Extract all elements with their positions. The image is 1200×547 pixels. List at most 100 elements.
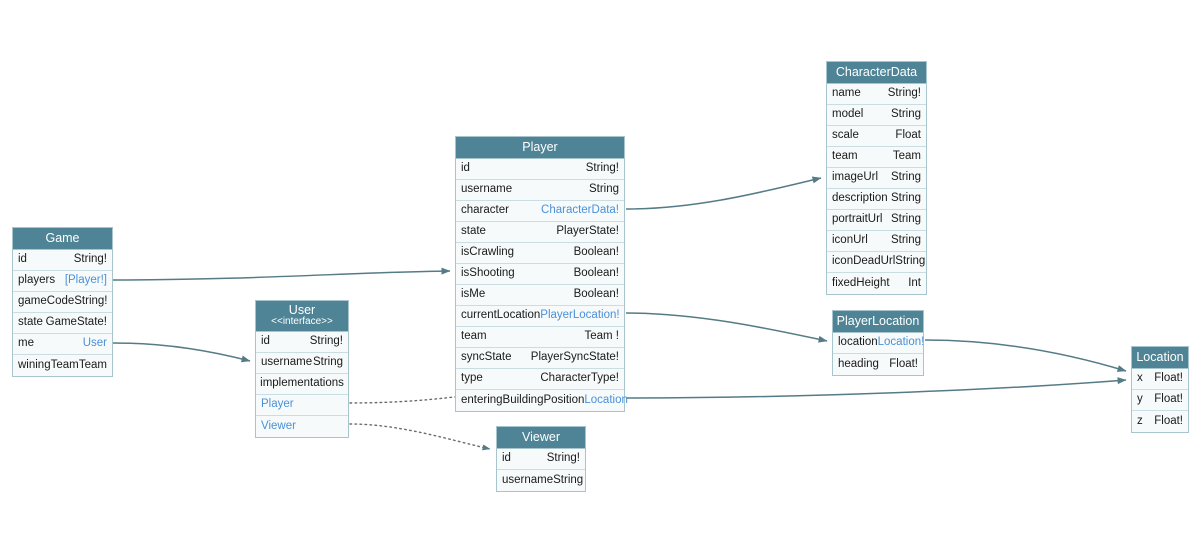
uml-field-name: isShooting	[461, 267, 515, 280]
uml-field-type: String!	[309, 335, 343, 348]
uml-field-type: Float	[895, 129, 921, 142]
uml-class-stereotype: <<interface>>	[271, 316, 333, 328]
uml-class-header-player: Player	[456, 137, 624, 159]
uml-field-row[interactable]: id String!	[256, 332, 348, 353]
uml-field-type: String	[895, 255, 926, 268]
uml-field-row[interactable]: isShooting Boolean!	[456, 264, 624, 285]
uml-field-name: location	[838, 336, 878, 349]
uml-field-name: iconUrl	[832, 234, 868, 247]
uml-field-type: GameState!	[45, 316, 107, 329]
uml-field-name: isCrawling	[461, 246, 515, 259]
uml-field-type[interactable]: PlayerLocation!	[540, 309, 620, 322]
uml-field-name: z	[1137, 414, 1143, 427]
uml-field-type: Boolean!	[573, 288, 619, 301]
uml-field-name: enteringBuildingPosition	[461, 393, 585, 406]
uml-field-name: heading	[838, 357, 879, 370]
uml-implementation-row[interactable]: Viewer	[256, 416, 348, 437]
uml-field-name: username	[502, 473, 554, 486]
uml-field-type: String	[312, 356, 343, 369]
edge-player-character-to-characterdata	[625, 176, 822, 210]
uml-field-row[interactable]: team Team !	[456, 327, 624, 348]
uml-field-type: CharacterType!	[540, 372, 619, 385]
uml-section-implementations: implementations	[256, 374, 348, 395]
uml-field-type: Float!	[889, 357, 918, 370]
edge-playerlocation-location-to-location	[924, 339, 1127, 372]
uml-field-type: Boolean!	[573, 267, 619, 280]
uml-class-title: PlayerLocation	[836, 314, 920, 329]
uml-field-name: name	[832, 87, 861, 100]
uml-field-type[interactable]: Location	[584, 393, 628, 406]
uml-field-type: Team !	[584, 330, 619, 343]
edge-user-implements-viewer	[349, 423, 491, 451]
uml-field-type: Float!	[1154, 414, 1183, 427]
uml-field-name: players	[18, 274, 56, 287]
uml-field-name: description	[832, 192, 888, 205]
uml-field-name: iconDeadUrl	[832, 255, 896, 268]
uml-implementation-row[interactable]: Player	[256, 395, 348, 416]
uml-field-type: String!	[74, 295, 108, 308]
uml-field-name: id	[502, 452, 511, 465]
uml-field-row[interactable]: players [Player!]	[13, 271, 112, 292]
uml-field-type[interactable]: User	[82, 337, 107, 350]
uml-field-row[interactable]: z Float!	[1132, 411, 1188, 432]
uml-field-row[interactable]: type CharacterType!	[456, 369, 624, 390]
uml-field-type[interactable]: CharacterData!	[541, 204, 619, 217]
uml-class-title: Location	[1136, 350, 1184, 365]
uml-field-name: team	[461, 330, 487, 343]
uml-field-type[interactable]: Location!	[877, 336, 925, 349]
uml-class-title: Player	[522, 140, 558, 155]
uml-field-type: PlayerSyncState!	[530, 351, 619, 364]
edge-player-enteringbuildingposition-to-location	[625, 377, 1127, 399]
edge-user-implements-player	[349, 393, 471, 404]
uml-field-type[interactable]: [Player!]	[64, 274, 107, 287]
uml-field-name: id	[261, 335, 270, 348]
uml-field-name: character	[461, 204, 509, 217]
uml-field-type: String	[553, 473, 584, 486]
uml-class-header-playerlocation: PlayerLocation	[833, 311, 923, 333]
uml-field-row[interactable]: heading Float!	[833, 354, 923, 375]
uml-field-row[interactable]: character CharacterData!	[456, 201, 624, 222]
uml-class-header-location: Location	[1132, 347, 1188, 369]
uml-field-name: id	[461, 162, 470, 175]
uml-field-name: state	[18, 316, 43, 329]
uml-field-name: type	[461, 372, 483, 385]
uml-field-name: username	[461, 183, 513, 196]
